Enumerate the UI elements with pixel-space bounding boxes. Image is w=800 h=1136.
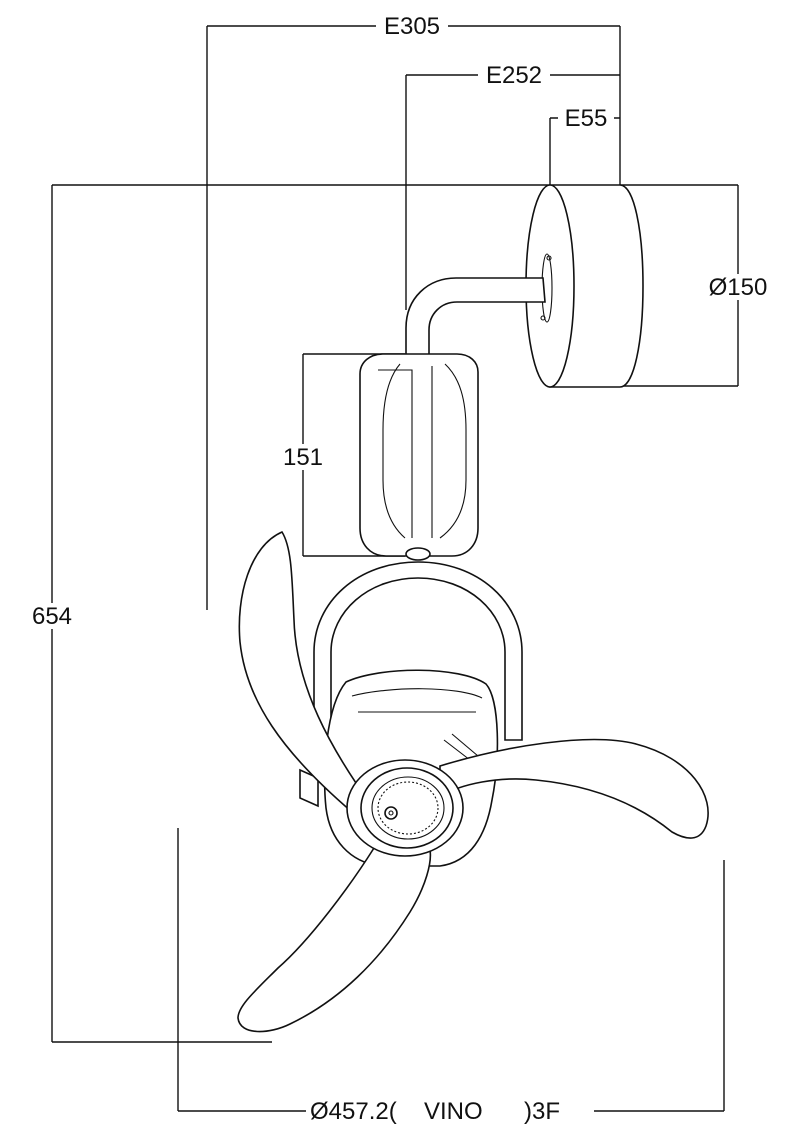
label-mount-diameter: Ø150 xyxy=(709,274,768,301)
label-arm-projection: E252 xyxy=(486,62,542,89)
fan-yoke xyxy=(313,561,523,753)
label-overall-projection: E305 xyxy=(384,13,440,40)
motor-housing xyxy=(359,353,479,561)
label-model-name: VINO xyxy=(424,1098,483,1125)
label-blade-count: )3F xyxy=(524,1098,560,1125)
blade-lower-left xyxy=(237,847,432,1033)
label-total-height: 654 xyxy=(32,603,72,630)
label-mount-depth: E55 xyxy=(565,105,608,132)
hub-cap xyxy=(346,759,464,857)
label-motor-height: 151 xyxy=(283,444,323,471)
support-arm xyxy=(405,277,546,361)
blade-right xyxy=(439,738,709,839)
label-blade-sweep: Ø457.2( xyxy=(310,1098,397,1125)
dimension-labels: E305 E252 E55 Ø150 151 654 Ø457.2( VINO … xyxy=(28,13,776,1125)
